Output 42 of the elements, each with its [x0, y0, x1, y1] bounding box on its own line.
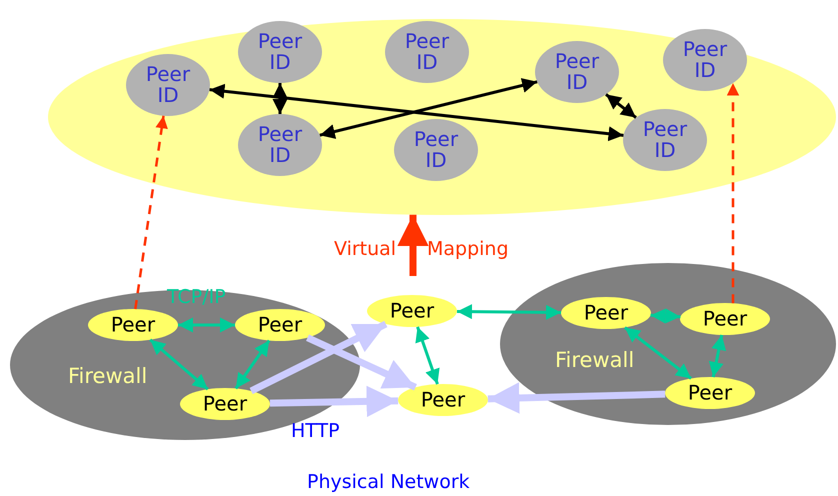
peer-label: Peer — [110, 314, 156, 336]
arrow — [209, 84, 624, 142]
caption-label: Physical Network — [307, 471, 470, 493]
arrow — [488, 382, 666, 414]
firewall-label: Firewall — [68, 365, 148, 388]
dashed-arrow — [134, 116, 168, 310]
firewall-label: Firewall — [555, 349, 634, 372]
arrow — [306, 334, 417, 391]
arrow — [250, 320, 388, 394]
peer-label: Peer — [388, 300, 436, 322]
arrow — [178, 318, 235, 332]
peer-label: Peer ID — [404, 31, 450, 73]
peer-label: Peer — [420, 390, 466, 410]
arrow — [708, 334, 726, 378]
peer-label: Peer — [202, 394, 248, 414]
peer-label: Peer — [702, 308, 748, 330]
arrow — [397, 214, 429, 276]
protocol-label: HTTP — [291, 420, 340, 442]
peer-label: Peer — [686, 382, 734, 404]
peer-label: Peer — [582, 302, 630, 324]
arrow — [270, 386, 398, 418]
peer-label: Peer ID — [256, 124, 304, 166]
arrow — [149, 338, 209, 390]
mapping-label: Virtual — [334, 238, 396, 260]
arrow — [234, 340, 270, 390]
arrow — [650, 308, 681, 324]
peer-label: Peer ID — [642, 119, 688, 161]
peer-label: Peer ID — [412, 129, 460, 171]
peer-label: Peer ID — [554, 51, 600, 93]
mapping-label: Mapping — [427, 238, 509, 260]
peer-label: Peer ID — [256, 31, 304, 73]
dashed-arrow — [726, 83, 740, 304]
peer-label: Peer ID — [144, 64, 192, 106]
arrow — [415, 326, 440, 385]
peer-label: Peer — [256, 314, 304, 336]
arrow — [624, 326, 692, 380]
arrow — [272, 83, 288, 114]
protocol-label: TCP/IP — [167, 286, 226, 308]
arrow — [605, 93, 637, 119]
arrow — [320, 78, 538, 139]
arrow — [456, 304, 562, 320]
peer-label: Peer ID — [682, 39, 728, 81]
